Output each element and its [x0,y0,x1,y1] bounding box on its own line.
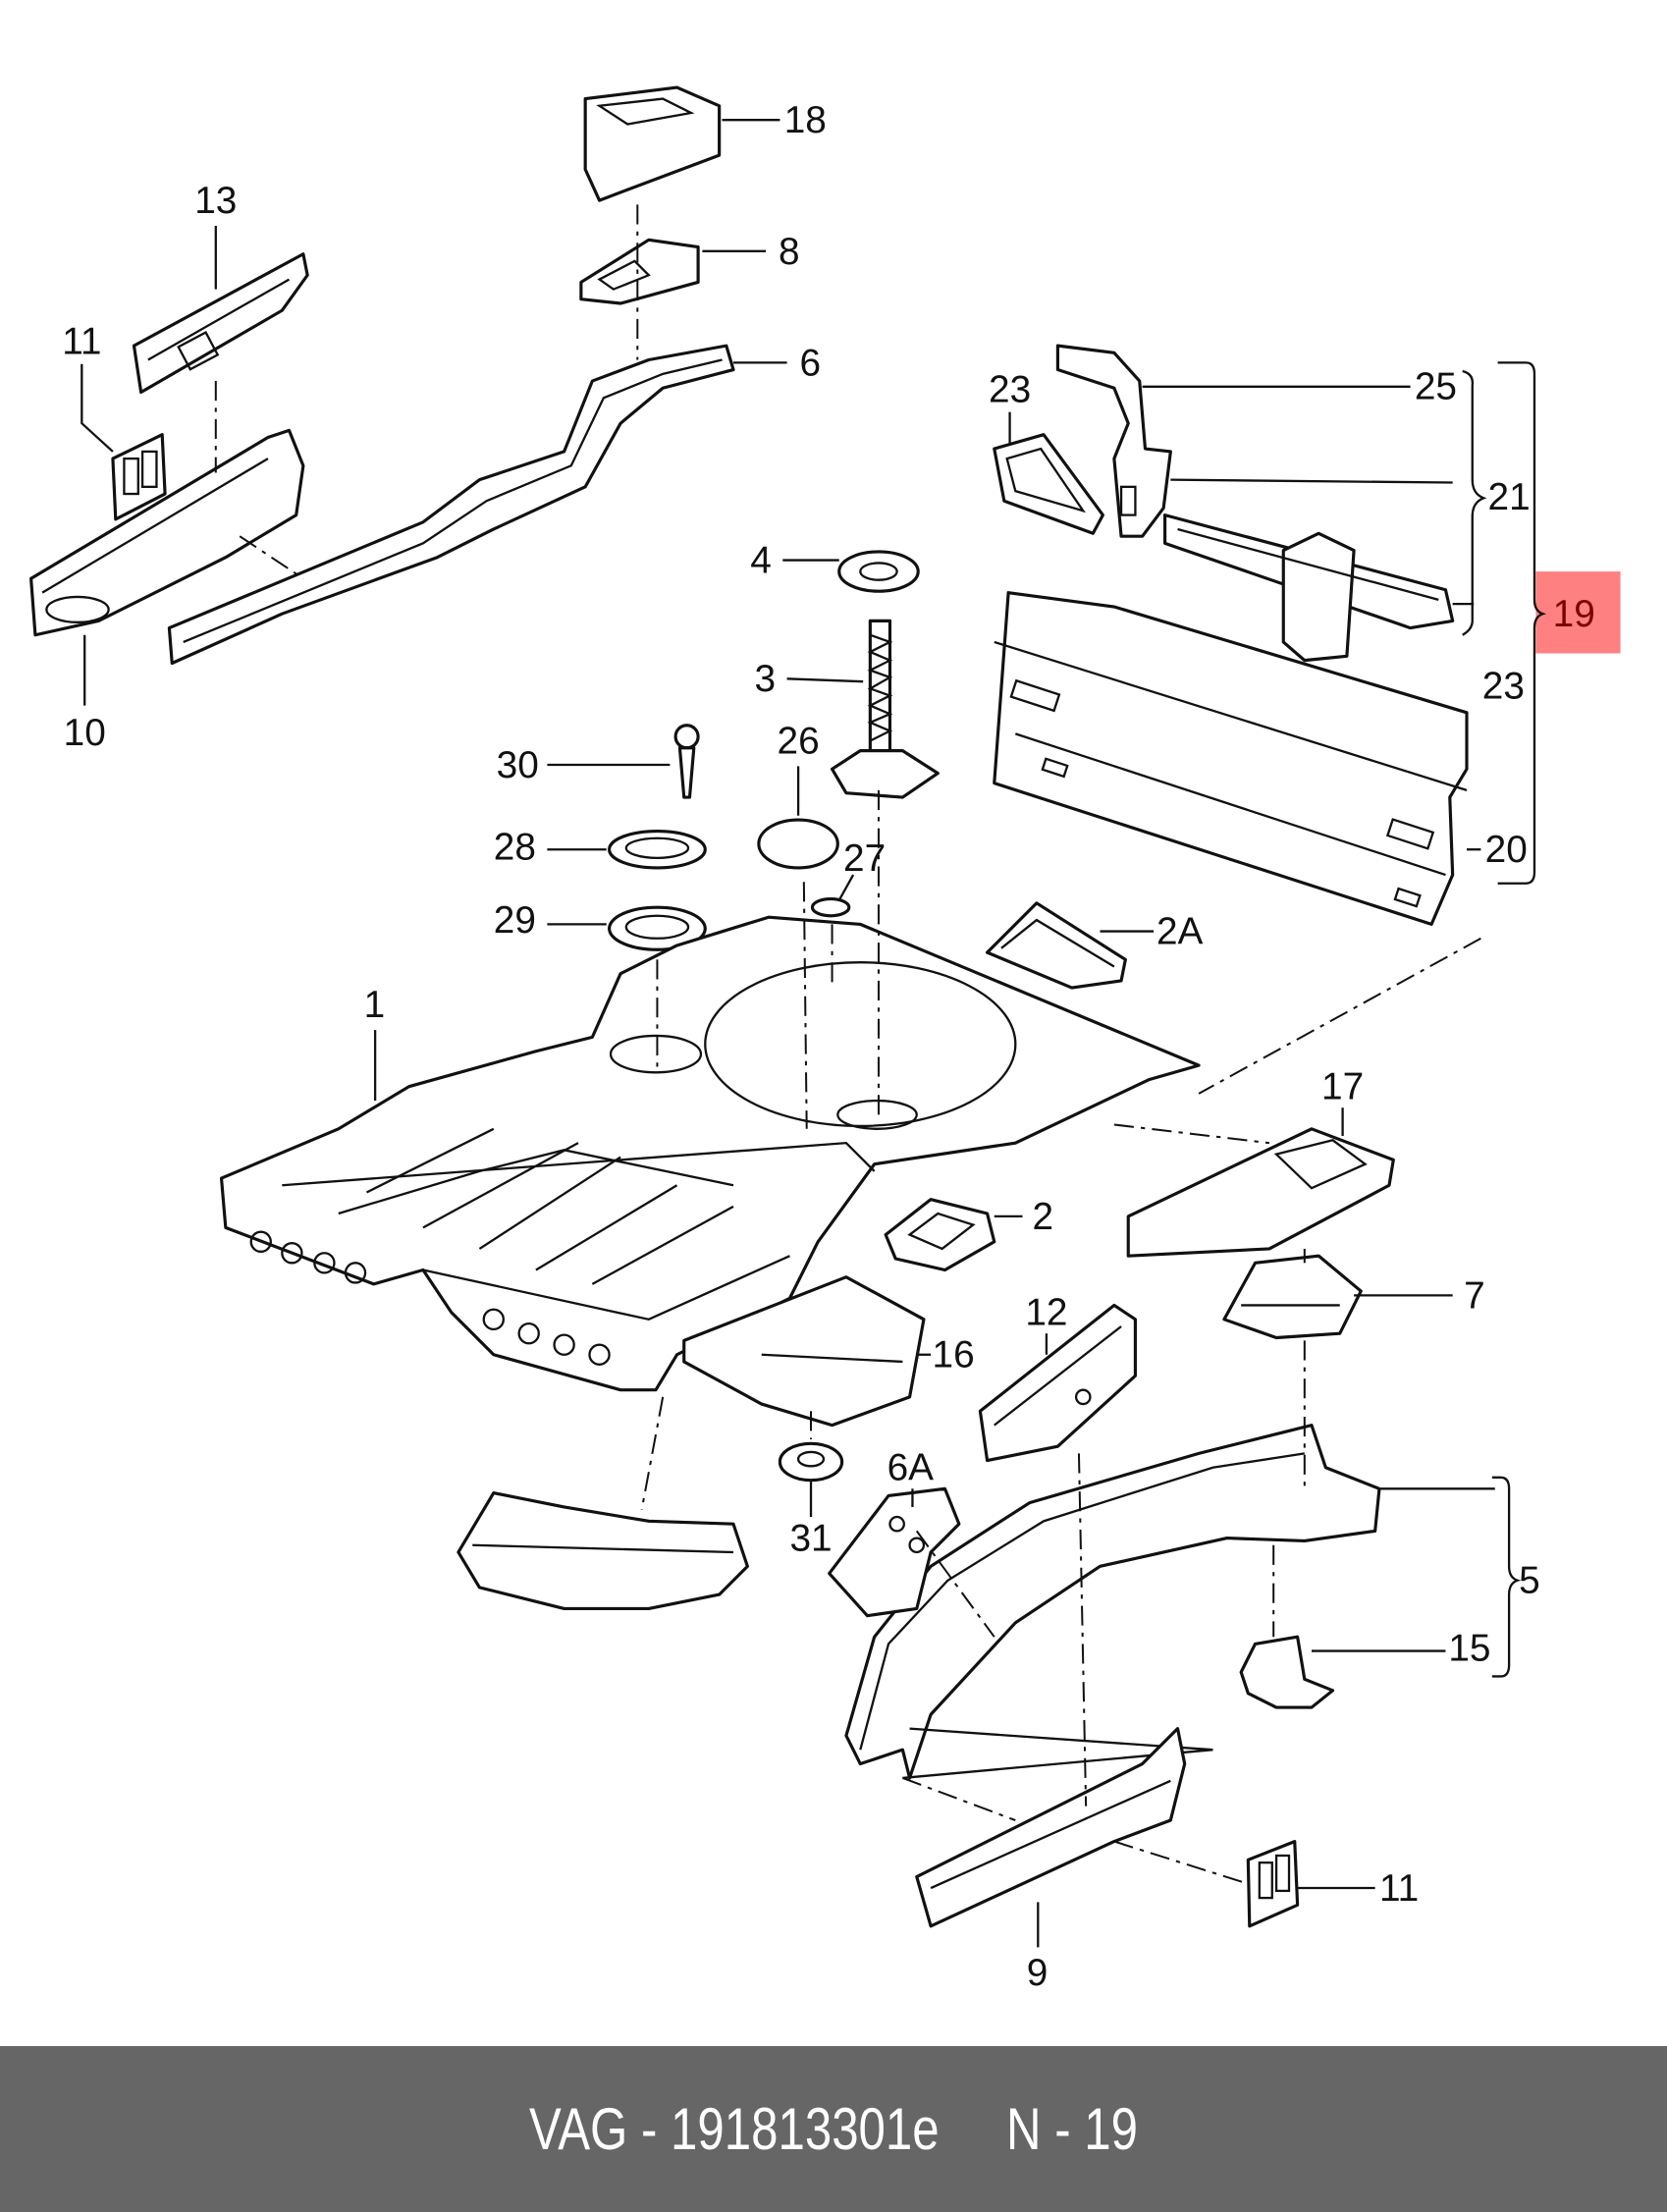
callout-25[interactable]: 25 [1415,366,1457,408]
part-16[interactable] [682,1275,926,1428]
callout-labels: 18 13 8 11 6 23 25 21 4 19 23 3 10 30 26… [62,99,1595,1994]
callout-23-upper[interactable]: 23 [989,369,1031,411]
callout-8[interactable]: 8 [779,231,800,273]
part-30[interactable] [673,724,700,799]
callout-11-lower[interactable]: 11 [1379,1867,1419,1910]
group-brackets [1462,361,1547,1678]
part-2A[interactable] [986,901,1127,990]
part-6A[interactable] [828,1486,961,1618]
callout-23-lower[interactable]: 23 [1482,665,1525,707]
part-4[interactable] [837,550,920,593]
part-8[interactable] [579,238,700,305]
callout-18[interactable]: 18 [784,99,827,141]
footer-bar: VAG - 191813301e N - 19 [0,2046,1667,2212]
callout-2A[interactable]: 2A [1156,911,1204,953]
callout-30[interactable]: 30 [497,744,539,786]
callout-15[interactable]: 15 [1448,1628,1490,1670]
callout-6[interactable]: 6 [800,342,822,384]
part-18[interactable] [583,85,722,202]
part-2[interactable] [884,1198,996,1272]
callout-27[interactable]: 27 [843,837,886,880]
part-23-upper[interactable] [993,433,1104,535]
leader-lines [81,119,1495,1948]
callout-28[interactable]: 28 [494,826,536,868]
callout-29[interactable]: 29 [494,899,536,942]
highlight-19 [1535,571,1621,654]
part-13[interactable] [132,252,309,395]
part-7[interactable] [1222,1254,1363,1340]
callout-13[interactable]: 13 [194,180,237,222]
part-support-bracket[interactable] [457,1491,749,1611]
callout-10[interactable]: 10 [64,712,106,754]
callout-19[interactable]: 19 [1553,593,1595,635]
callout-3[interactable]: 3 [755,658,777,700]
part-28[interactable] [608,829,707,870]
callout-11-upper[interactable]: 11 [62,321,101,363]
assembly-lines [214,204,1481,1885]
callout-17[interactable]: 17 [1321,1066,1364,1108]
callout-7[interactable]: 7 [1464,1274,1485,1317]
part-31[interactable] [778,1441,844,1483]
callout-21[interactable]: 21 [1488,476,1531,518]
part-12[interactable] [978,1303,1138,1463]
callout-16[interactable]: 16 [933,1334,975,1376]
callout-1[interactable]: 1 [364,984,386,1026]
callout-6A[interactable]: 6A [887,1447,935,1489]
callout-31[interactable]: 31 [789,1518,832,1560]
part-5[interactable] [844,1424,1381,1780]
callout-26[interactable]: 26 [778,720,820,762]
part-21[interactable] [1163,513,1455,663]
part-15[interactable] [1239,1635,1335,1709]
part-27[interactable] [810,896,851,918]
callout-12[interactable]: 12 [1025,1292,1067,1334]
part-10[interactable] [29,428,305,637]
part-25[interactable] [1055,344,1172,538]
callout-2[interactable]: 2 [1033,1196,1054,1238]
part-11-lower[interactable] [1246,1840,1300,1928]
part-20[interactable] [993,591,1469,926]
part-17[interactable] [1126,1127,1395,1258]
part-1[interactable] [219,915,1201,1392]
part-29[interactable] [608,905,707,951]
parts-diagram: 18 13 8 11 6 23 25 21 4 19 23 3 10 30 26… [29,85,1621,1994]
part-3[interactable] [830,619,940,799]
footer-part-number: VAG - 191813301e N - 19 [529,2096,1138,2162]
part-6[interactable] [167,344,735,666]
part-9[interactable] [915,1727,1187,1928]
callout-4[interactable]: 4 [750,540,772,582]
part-26[interactable] [757,818,839,870]
callout-20[interactable]: 20 [1485,829,1528,871]
callout-9[interactable]: 9 [1027,1952,1049,1994]
callout-5[interactable]: 5 [1519,1560,1540,1602]
part-11-upper[interactable] [111,433,167,521]
